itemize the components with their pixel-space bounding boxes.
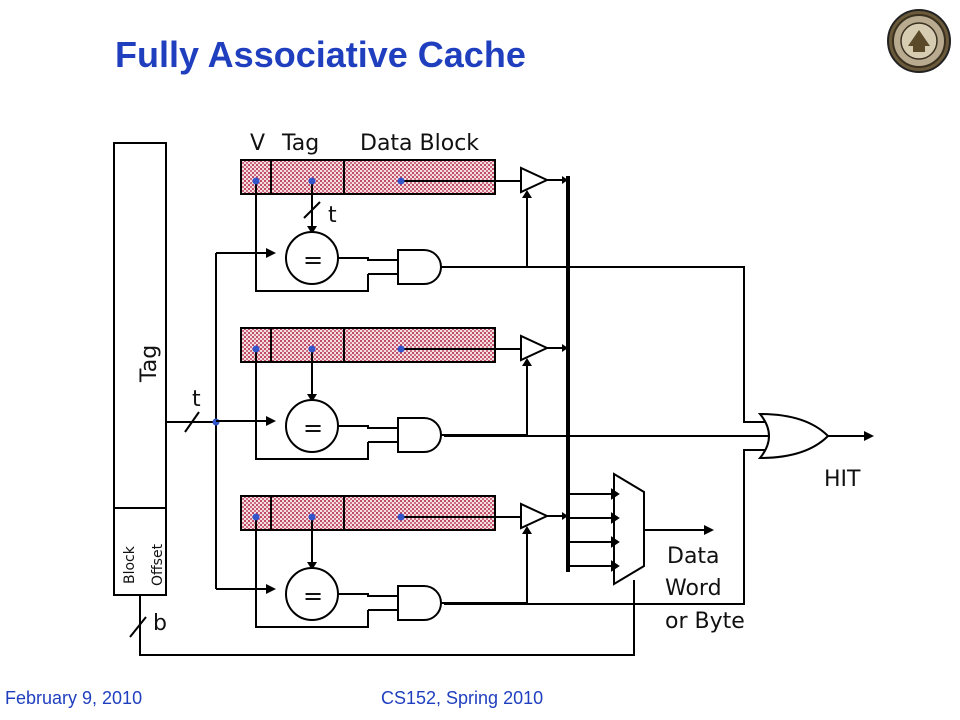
tristate-buffer bbox=[520, 502, 550, 530]
tag-width-slash bbox=[303, 201, 321, 219]
stored-tag-arrowhead bbox=[307, 226, 317, 234]
stored-tag-arrowhead bbox=[307, 394, 317, 402]
footer-course: CS152, Spring 2010 bbox=[381, 688, 544, 708]
hit-output-arrow bbox=[828, 431, 874, 441]
address-tag-label: Tag bbox=[137, 345, 162, 383]
hit-label: HIT bbox=[824, 467, 861, 492]
address-tag-arrowhead bbox=[266, 248, 276, 258]
match-and-gate bbox=[397, 249, 442, 285]
connection-dot bbox=[397, 513, 405, 521]
compare-result-wire bbox=[338, 593, 398, 597]
cache-entry: = bbox=[216, 495, 568, 628]
buffer-output-arrowhead bbox=[562, 344, 568, 352]
connection-dot bbox=[308, 513, 316, 521]
enable-wire bbox=[441, 532, 528, 604]
address-tag-bus bbox=[166, 253, 217, 589]
connection-dot bbox=[397, 345, 405, 353]
enable-arrowhead bbox=[522, 526, 532, 534]
valid-bit-wire bbox=[255, 517, 369, 628]
enable-arrowhead bbox=[522, 358, 532, 366]
valid-bit-wire bbox=[255, 181, 369, 292]
compare-result-wire bbox=[338, 425, 398, 429]
tristate-buffer bbox=[520, 334, 550, 362]
slide-title: Fully Associative Cache bbox=[115, 34, 526, 75]
block-offset-label-1: Block bbox=[122, 545, 138, 584]
university-seal-icon bbox=[887, 9, 951, 73]
word-select-mux bbox=[613, 472, 645, 586]
connection-dot bbox=[308, 177, 316, 185]
address-tag-width-label: t bbox=[192, 387, 201, 412]
match-and-gate bbox=[397, 417, 442, 453]
output-label-2: Word bbox=[665, 576, 722, 601]
offset-width-label: b bbox=[153, 611, 167, 636]
buffer-output-arrowhead bbox=[562, 176, 568, 184]
match-and-gate bbox=[397, 585, 442, 621]
stored-tag-arrowhead bbox=[307, 562, 317, 570]
header-valid: V bbox=[250, 131, 265, 156]
cache-entry: = bbox=[216, 327, 568, 460]
output-label-3: or Byte bbox=[665, 609, 745, 634]
enable-wire bbox=[441, 196, 528, 268]
comparator-symbol: = bbox=[303, 582, 323, 610]
connection-dot bbox=[252, 177, 260, 185]
footer-date: February 9, 2010 bbox=[5, 688, 143, 708]
address-tag-arrowhead bbox=[266, 416, 276, 426]
compare-result-wire bbox=[338, 257, 398, 261]
address-tag-arrowhead bbox=[266, 584, 276, 594]
enable-wire bbox=[441, 364, 528, 436]
comparator-symbol: = bbox=[303, 246, 323, 274]
header-tag: Tag bbox=[281, 131, 319, 156]
header-data-block: Data Block bbox=[360, 131, 479, 156]
enable-arrowhead bbox=[522, 190, 532, 198]
offset-bus bbox=[129, 580, 635, 656]
output-label-1: Data bbox=[667, 544, 720, 569]
data-output-arrow bbox=[644, 525, 714, 535]
cache-line-row bbox=[240, 495, 496, 531]
connection-dot bbox=[397, 177, 405, 185]
comparator-symbol: = bbox=[303, 414, 323, 442]
tag-width-label: t bbox=[328, 203, 337, 228]
tristate-buffer bbox=[520, 166, 550, 194]
mux-inputs bbox=[568, 488, 620, 572]
buffer-output-arrowhead bbox=[562, 512, 568, 520]
valid-bit-wire bbox=[255, 349, 369, 460]
cache-entry: =t bbox=[216, 159, 568, 292]
connection-dot bbox=[308, 345, 316, 353]
hit-or-gate bbox=[444, 266, 830, 605]
block-offset-label-2: Offset bbox=[150, 543, 166, 586]
cache-line-row bbox=[240, 159, 496, 195]
connection-dot bbox=[252, 513, 260, 521]
cache-line-row bbox=[240, 327, 496, 363]
connection-dot bbox=[252, 345, 260, 353]
